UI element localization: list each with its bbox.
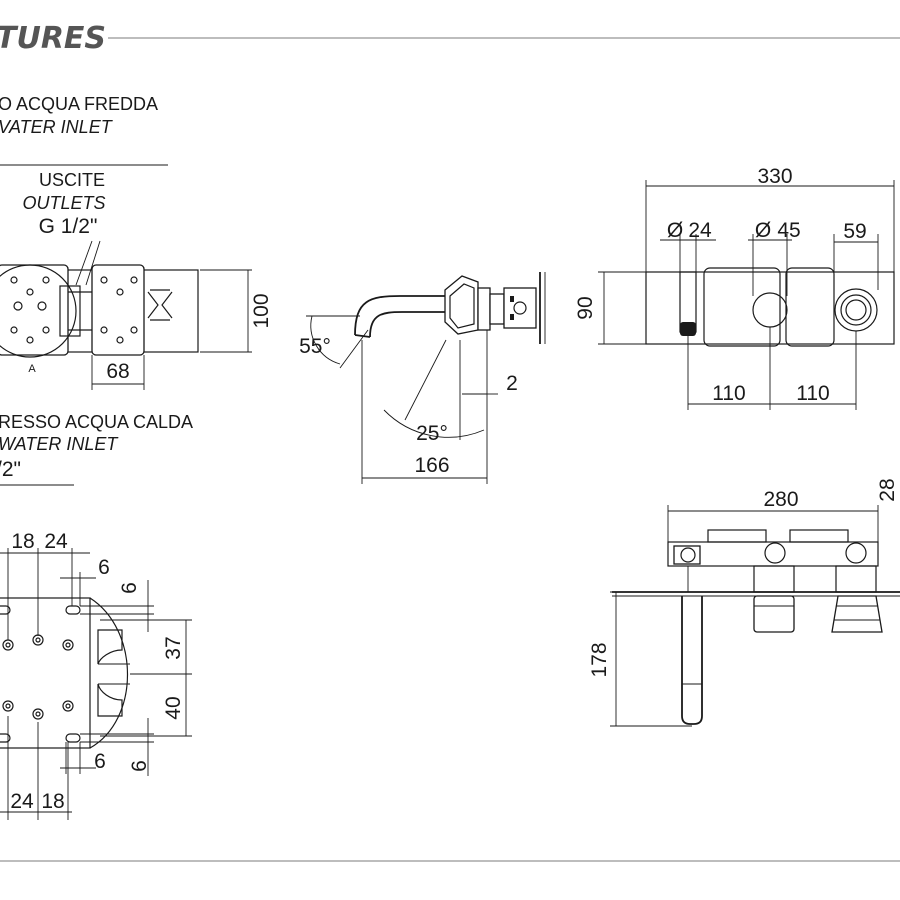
hot-inlet-label-it: RESSO ACQUA CALDA <box>0 412 193 432</box>
outlets-leader-2 <box>85 240 101 286</box>
dim-178-label: 178 <box>588 642 611 677</box>
dim-6d-label: 6 <box>128 760 151 772</box>
mixer-top-view <box>612 529 900 725</box>
dimension-178: 178 <box>588 591 692 727</box>
dimension-2: 2 <box>462 330 518 400</box>
valve-body-front-view: A <box>0 264 199 375</box>
dim-37-label: 37 <box>162 636 185 659</box>
dimension-dia-24: Ø 24 <box>660 219 716 272</box>
section-title: TURES <box>0 21 106 56</box>
hot-inlet-label: RESSO ACQUA CALDA WATER INLET /2" <box>0 412 193 486</box>
dim-24-dia-symbol: Ø <box>667 219 683 242</box>
outlets-leader-1 <box>75 240 93 286</box>
outlets-label-en: OUTLETS <box>22 193 105 213</box>
header: TURES <box>0 21 900 56</box>
dim-6b-label: 6 <box>118 582 141 594</box>
dim-166-label: 166 <box>414 454 449 477</box>
cold-inlet-label-en: VATER INLET <box>0 117 114 137</box>
dim-24b-label: 24 <box>10 790 34 813</box>
hot-inlet-thread: /2" <box>0 458 21 481</box>
dim-18b-label: 18 <box>41 790 64 813</box>
dim-18a-label: 18 <box>11 530 34 553</box>
dim-90-label: 90 <box>574 296 597 319</box>
dim-24a-label: 24 <box>44 530 68 553</box>
outlets-label-it: USCITE <box>39 170 105 190</box>
dim-110b-label: 110 <box>796 382 829 405</box>
section-a-label: A <box>28 363 36 375</box>
outlets-thread: G 1/2" <box>39 215 98 238</box>
dim-280-label: 280 <box>763 488 798 511</box>
mixer-side-view <box>354 272 546 344</box>
dimensions-bottom-left-top: 18 24 6 <box>0 530 110 640</box>
dim-68-label: 68 <box>106 360 129 383</box>
cold-inlet-label-it: O ACQUA FREDDA <box>0 94 158 114</box>
dim-110a-label: 110 <box>712 382 745 405</box>
dimension-110-110: 110 110 <box>687 327 857 410</box>
dimension-280: 280 <box>667 488 879 542</box>
dimension-55-deg: 55° <box>299 315 369 369</box>
dimension-dia-45: Ø 45 <box>748 219 801 296</box>
dim-45-label: 45 <box>777 219 800 242</box>
dim-40-label: 40 <box>162 696 185 719</box>
dim-55-label: 55° <box>299 335 331 358</box>
dim-6a-label: 6 <box>98 556 110 579</box>
hot-inlet-label-en: WATER INLET <box>0 434 119 454</box>
dim-330-label: 330 <box>757 165 792 188</box>
dimension-59: 59 <box>833 220 879 290</box>
dimension-68: 68 <box>91 355 145 390</box>
dim-45-dia-symbol: Ø <box>755 219 771 242</box>
dimensions-bottom-left-bottom: 6 24 18 <box>0 716 106 820</box>
dimension-330: 330 <box>645 165 895 272</box>
dim-25-label: 25° <box>416 422 448 445</box>
dim-6c-label: 6 <box>94 750 106 773</box>
dim-24-label: 24 <box>688 219 712 242</box>
dim-28-label: 28 <box>876 478 899 501</box>
dim-59-label: 59 <box>843 220 866 243</box>
dimension-25-deg: 25° <box>383 339 485 445</box>
outlets-label: USCITE OUTLETS G 1/2" <box>22 170 106 286</box>
dimension-166: 166 <box>361 340 488 484</box>
valve-body-detail-view <box>0 597 130 749</box>
cold-inlet-label: O ACQUA FREDDA VATER INLET <box>0 94 168 166</box>
dimension-100: 100 <box>200 269 273 353</box>
dim-2-label: 2 <box>506 372 518 395</box>
dimension-90: 90 <box>574 271 646 345</box>
dimensions-bottom-left-right: 6 37 40 6 <box>80 580 192 776</box>
dim-100-label: 100 <box>250 293 273 328</box>
